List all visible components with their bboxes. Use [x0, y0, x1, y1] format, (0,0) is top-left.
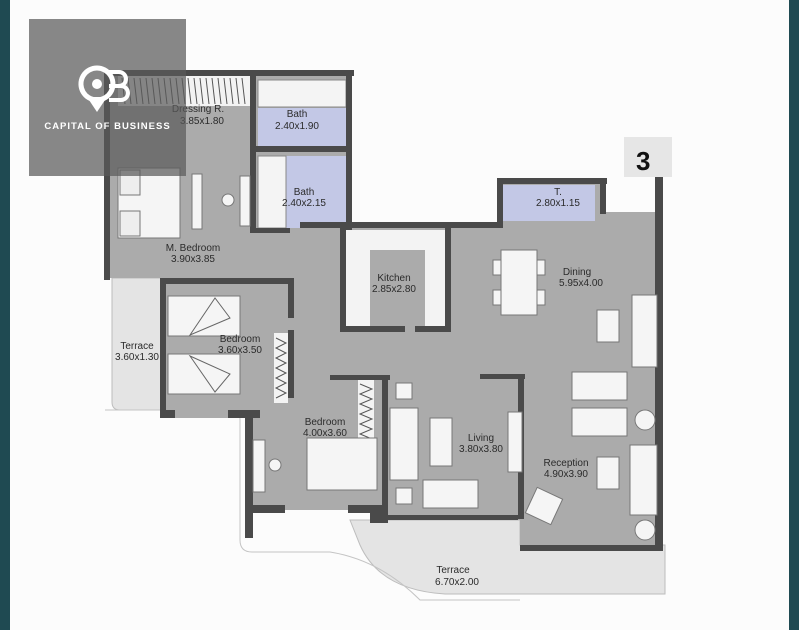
room-label-master-bedroom: M. Bedroom — [166, 243, 220, 254]
room-size-terrace-1: 3.60x1.30 — [115, 352, 159, 363]
room-size-dining: 5.95x4.00 — [559, 278, 603, 289]
room-label-bedroom-3: Bedroom — [305, 417, 346, 428]
floor-plan: Dressing R. 3.85x1.80 Bath 2.40x1.90 Bat… — [104, 70, 672, 601]
room-size-kitchen: 2.85x2.80 — [372, 284, 416, 295]
room-size-living: 3.80x3.80 — [459, 444, 503, 455]
room-label-terrace-1: Terrace — [120, 341, 154, 352]
floor-plan-frame: Dressing R. 3.85x1.80 Bath 2.40x1.90 Bat… — [10, 0, 789, 630]
room-size-bath-1: 2.40x1.90 — [275, 121, 319, 132]
room-label-bath-2: Bath — [294, 187, 315, 198]
reception-furniture — [524, 294, 658, 541]
unit-number-tab — [624, 137, 672, 177]
room-label-dining: Dining — [563, 267, 591, 278]
room-size-terrace-2: 6.70x2.00 — [435, 577, 479, 588]
bedroom-2-beds — [167, 295, 241, 395]
room-label-toilet: T. — [554, 187, 562, 198]
brand-name: CAPITAL OF BUSINESS — [44, 121, 171, 132]
room-size-reception: 4.90x3.90 — [544, 469, 588, 480]
room-size-dressing: 3.85x1.80 — [180, 116, 224, 127]
room-label-reception: Reception — [543, 458, 588, 469]
room-label-living: Living — [468, 433, 494, 444]
bedroom-3-bed — [252, 437, 378, 493]
terrace-bottom-area — [349, 519, 666, 595]
room-label-bath-1: Bath — [287, 109, 308, 120]
room-label-terrace-2: Terrace — [436, 565, 470, 576]
room-size-bath-2: 2.40x2.15 — [282, 198, 326, 209]
room-size-toilet: 2.80x1.15 — [536, 198, 580, 209]
bath-2-tub — [257, 155, 287, 229]
room-size-master-bedroom: 3.90x3.85 — [171, 254, 215, 265]
bath-1-tub — [257, 79, 347, 108]
room-size-bedroom-3: 4.00x3.60 — [303, 428, 347, 439]
room-label-bedroom-2: Bedroom — [220, 334, 261, 345]
bath-2-floor — [285, 156, 346, 228]
bath-1-floor — [258, 108, 346, 146]
location-pin-cb-monogram-icon — [78, 65, 130, 112]
unit-number: 3 — [636, 146, 650, 176]
master-bed — [117, 167, 251, 239]
room-size-bedroom-2: 3.60x3.50 — [218, 345, 262, 356]
toilet-floor — [503, 185, 595, 221]
room-label-kitchen: Kitchen — [377, 273, 410, 284]
wardrobes — [274, 333, 374, 440]
kitchen-floor — [370, 250, 425, 330]
brand-logo-overlay: CAPITAL OF BUSINESS — [29, 19, 186, 176]
room-label-dressing: Dressing R. — [172, 104, 224, 115]
living-furniture — [389, 382, 523, 509]
dining-table — [492, 249, 546, 316]
